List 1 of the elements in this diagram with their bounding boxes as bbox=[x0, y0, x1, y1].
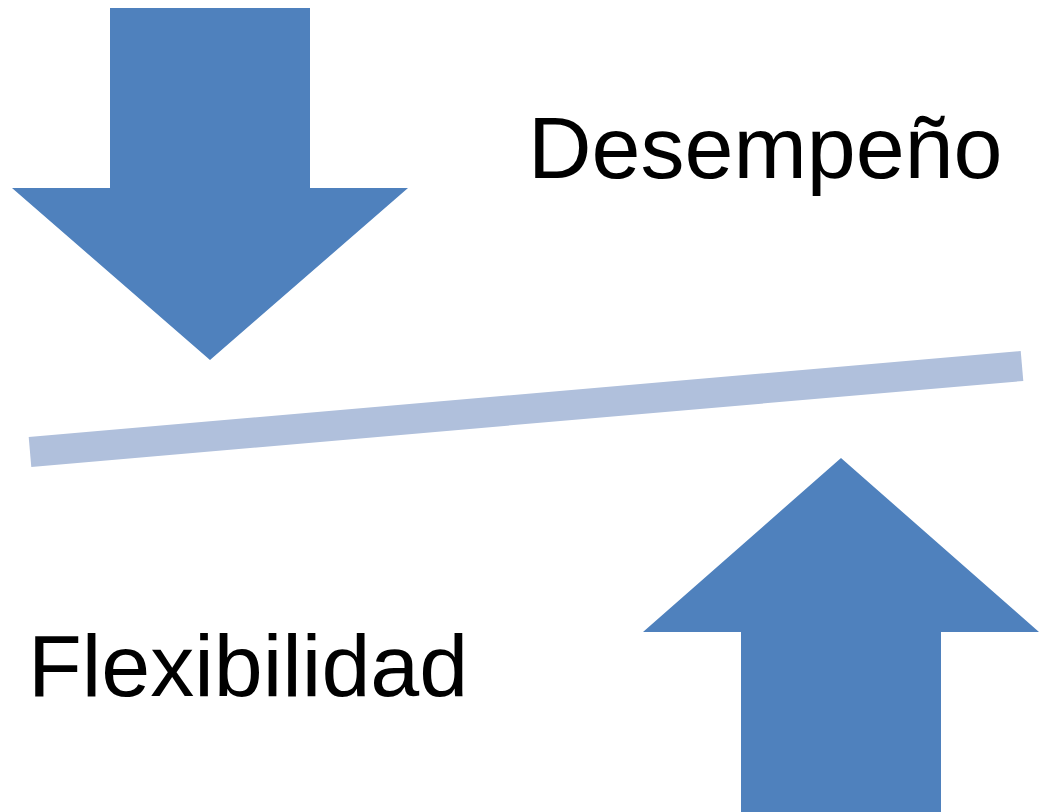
axis-label: Flexibilidad bbox=[28, 622, 469, 710]
